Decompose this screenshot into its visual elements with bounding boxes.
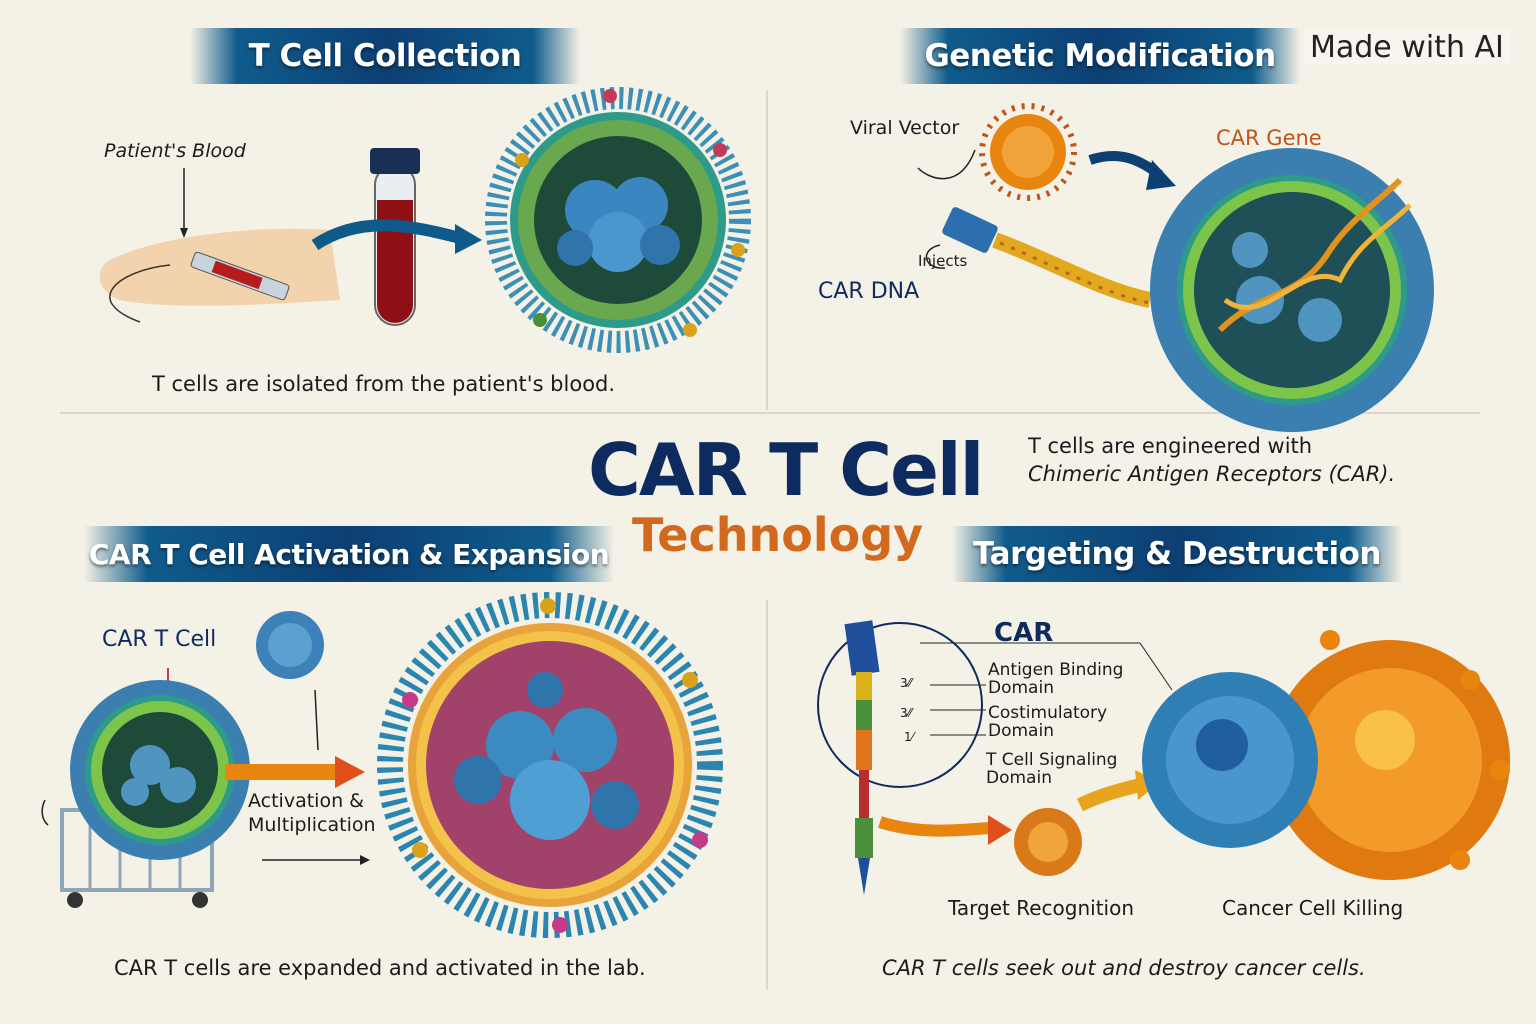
modification-heading: Genetic Modification xyxy=(924,38,1276,74)
car-t-cell-label: CAR T Cell xyxy=(102,627,217,652)
costimulatory-line2: Domain xyxy=(988,721,1054,741)
targeting-caption: CAR T cells seek out and destroy cancer … xyxy=(882,956,1366,980)
modification-heading-banner: Genetic Modification xyxy=(900,28,1300,84)
t-cell-signaling-line2: Domain xyxy=(986,768,1052,788)
viral-vector-virus xyxy=(979,103,1077,201)
vertical-divider-bottom xyxy=(766,600,768,990)
modification-caption-line2: Chimeric Antigen Receptors (CAR). xyxy=(1028,462,1396,486)
patients-blood-label: Patient's Blood xyxy=(104,140,246,162)
modification-illustration xyxy=(917,103,1434,432)
expansion-heading-banner: CAR T Cell Activation & Expansion xyxy=(84,526,614,582)
cancer-cell-killing-label: Cancer Cell Killing xyxy=(1222,896,1404,920)
domain-number-2: 3⁄⁄ xyxy=(900,706,912,720)
activation-label-line2: Multiplication xyxy=(248,814,376,836)
car-gene-label: CAR Gene xyxy=(1216,126,1322,150)
car-receptor xyxy=(844,620,880,895)
targeting-illustration xyxy=(817,620,1510,895)
main-subtitle: Technology xyxy=(632,508,924,562)
cancer-cell xyxy=(1270,630,1510,880)
activation-label-line1: Activation & xyxy=(248,790,364,812)
t-cell-signaling-line1: T Cell Signaling xyxy=(986,750,1118,770)
modification-caption-line1: T cells are engineered with xyxy=(1028,434,1313,458)
tube-cap xyxy=(370,148,420,174)
vertical-divider-top xyxy=(766,90,768,410)
domain-number-1: 3⁄⁄ xyxy=(900,676,912,690)
domain-number-3: 1⁄ xyxy=(904,730,914,744)
expansion-heading: CAR T Cell Activation & Expansion xyxy=(88,537,610,571)
target-recognition-label: Target Recognition xyxy=(948,896,1135,920)
costimulatory-line1: Costimulatory xyxy=(988,703,1108,723)
viral-vector-label: Viral Vector xyxy=(850,117,960,139)
t-cell-collected xyxy=(485,87,751,353)
expansion-caption: CAR T cells are expanded and activated i… xyxy=(114,956,646,980)
car-t-cell-left xyxy=(70,680,250,860)
collection-heading-banner: T Cell Collection xyxy=(190,28,580,84)
horizontal-divider xyxy=(60,412,1480,414)
antigen-binding-line1: Antigen Binding xyxy=(988,660,1124,680)
antigen-binding-line2: Domain xyxy=(988,678,1054,698)
car-dna-label: CAR DNA xyxy=(818,279,920,304)
main-title: CAR T Cell xyxy=(588,428,984,512)
attack-arrow xyxy=(1076,778,1142,812)
engineered-t-cell xyxy=(1150,148,1434,432)
injects-label: Injects xyxy=(918,252,968,270)
attacking-car-t-cell xyxy=(1142,672,1318,848)
expanded-car-t-cell xyxy=(377,592,723,938)
targeting-heading: Targeting & Destruction xyxy=(973,536,1381,572)
expansion-illustration xyxy=(41,592,723,938)
targeting-heading-banner: Targeting & Destruction xyxy=(952,526,1402,582)
watermark: Made with AI xyxy=(1304,30,1510,65)
car-zoom-circle xyxy=(817,622,983,788)
injector xyxy=(942,207,998,253)
collection-arrow xyxy=(311,219,462,251)
recognition-arrow xyxy=(878,816,991,837)
collection-illustration xyxy=(99,87,751,353)
collection-caption: T cells are isolated from the patient's … xyxy=(152,372,616,396)
modification-arrow xyxy=(1088,151,1163,180)
collection-heading: T Cell Collection xyxy=(248,38,522,74)
